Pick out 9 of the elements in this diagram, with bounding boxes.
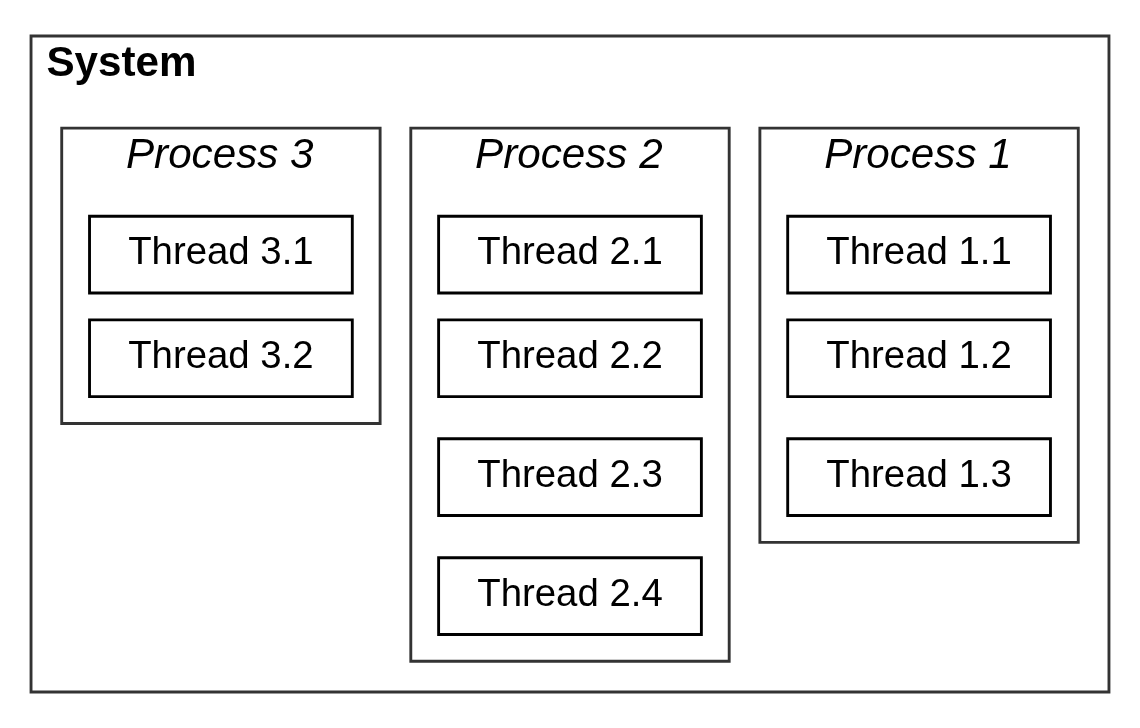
node-box: Thread 1.3 bbox=[786, 437, 1052, 517]
node-box: Thread 3.2 bbox=[88, 318, 354, 399]
node-box: Thread 3.1 bbox=[88, 214, 354, 295]
node-box: Thread 2.3 bbox=[437, 437, 703, 517]
node-box: Thread 2.1 bbox=[437, 214, 703, 295]
node-box: Thread 2.4 bbox=[437, 556, 703, 636]
node-box: Thread 1.2 bbox=[786, 318, 1052, 399]
node-box: Thread 2.2 bbox=[437, 318, 703, 399]
node-box: Thread 1.1 bbox=[786, 214, 1052, 295]
